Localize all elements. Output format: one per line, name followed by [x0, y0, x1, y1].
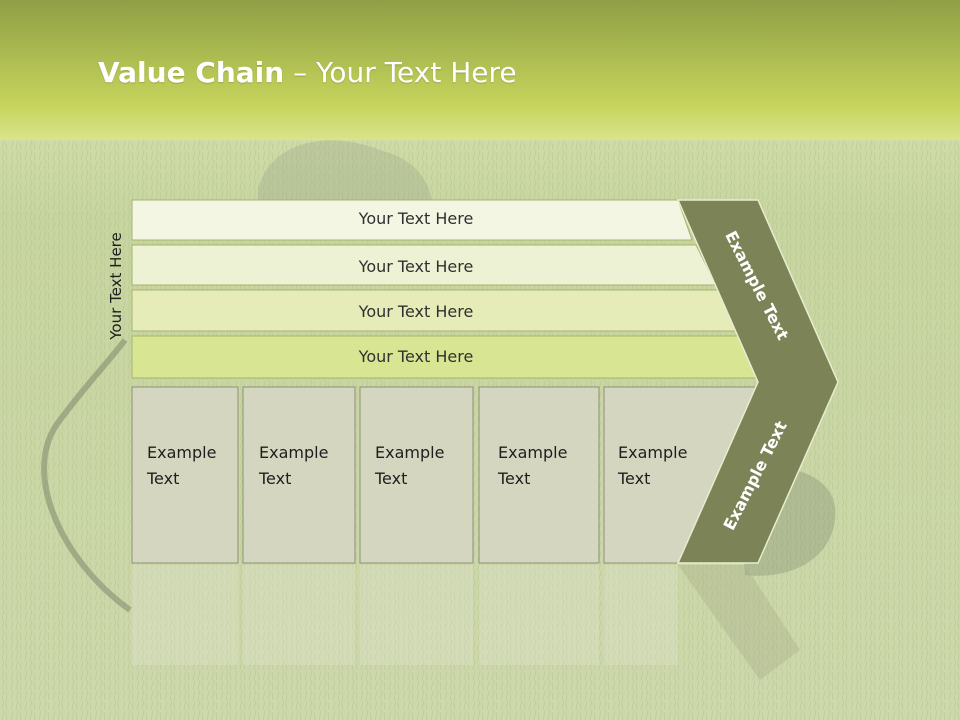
box-4-line2: Text — [497, 469, 530, 488]
bar-2-label: Your Text Here — [358, 257, 474, 276]
bar-3-label: Your Text Here — [358, 302, 474, 321]
box-5-line2: Text — [617, 469, 650, 488]
box-4[interactable] — [478, 386, 600, 564]
box-4-line1: Example — [498, 443, 567, 462]
box-5-line1: Example — [618, 443, 687, 462]
bar-1-label: Your Text Here — [358, 209, 474, 228]
box-2-line1: Example — [259, 443, 328, 462]
box-3-line2: Text — [374, 469, 407, 488]
box-1-line2: Text — [146, 469, 179, 488]
title-rest: – Your Text Here — [284, 56, 517, 89]
box-3[interactable] — [359, 386, 474, 564]
chevron-arrow[interactable] — [676, 199, 839, 564]
reflection — [132, 565, 800, 680]
slide-title: Value Chain – Your Text Here — [98, 56, 517, 89]
box-2[interactable] — [242, 386, 356, 564]
bar-4-label: Your Text Here — [358, 347, 474, 366]
box-1-line1: Example — [147, 443, 216, 462]
title-bold: Value Chain — [98, 56, 285, 89]
box-3-line1: Example — [375, 443, 444, 462]
bar-1[interactable] — [131, 199, 693, 241]
box-1[interactable] — [131, 386, 239, 564]
box-2-line2: Text — [258, 469, 291, 488]
